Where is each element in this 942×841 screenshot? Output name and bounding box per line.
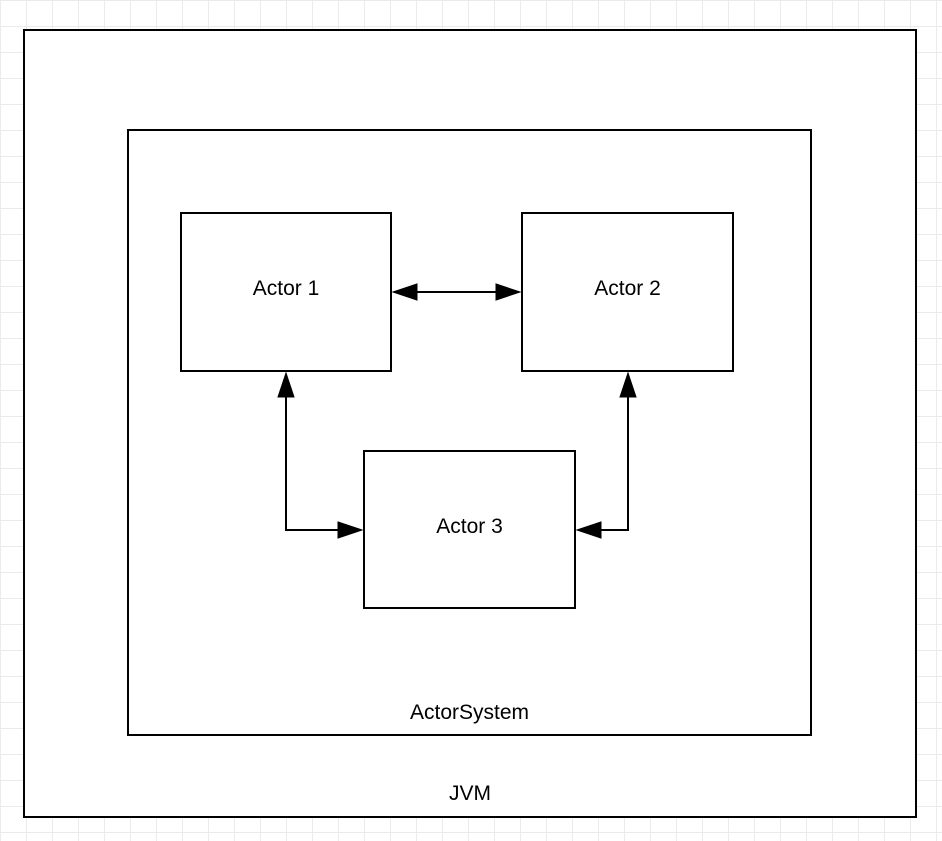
actor-2-label: Actor 2 bbox=[594, 277, 661, 300]
actor-system-label: ActorSystem bbox=[409, 701, 530, 724]
actor-3-node: Actor 3 bbox=[363, 450, 576, 609]
actor-2-node: Actor 2 bbox=[521, 212, 734, 372]
actor-1-node: Actor 1 bbox=[180, 212, 392, 372]
arrowhead-left-actor3 bbox=[575, 521, 602, 539]
arrowhead-right-actor3 bbox=[337, 521, 364, 539]
arrowhead-left-actor1 bbox=[391, 283, 418, 301]
arrowhead-up-actor2 bbox=[619, 371, 637, 398]
arrowhead-right-actor2 bbox=[495, 283, 522, 301]
actor-1-label: Actor 1 bbox=[252, 277, 320, 300]
edge-actor2-actor3 bbox=[596, 392, 629, 531]
jvm-label: JVM bbox=[449, 782, 491, 805]
actor-3-label: Actor 3 bbox=[436, 514, 503, 538]
arrowhead-up-actor1 bbox=[277, 371, 295, 398]
edge-actor1-actor3 bbox=[285, 392, 343, 531]
